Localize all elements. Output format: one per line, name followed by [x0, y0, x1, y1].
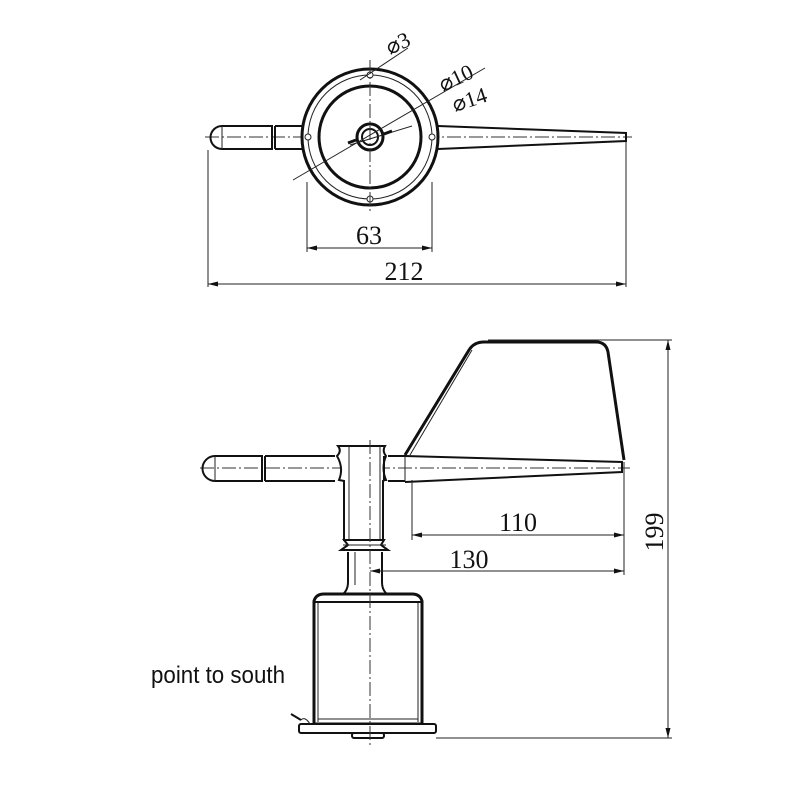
south-pointer-mark	[290, 713, 302, 721]
dim-tail-length: 110	[499, 508, 537, 537]
dim-flange-width: 63	[356, 221, 382, 250]
vane-fin	[403, 340, 626, 461]
sensor-body	[312, 592, 424, 726]
dim-axis-to-tail: 130	[450, 545, 489, 574]
base-plate	[298, 723, 437, 734]
south-annotation: point to south	[151, 662, 285, 689]
dim-overall-length: 212	[385, 257, 424, 286]
tail-arm	[404, 455, 623, 483]
leader-d10	[292, 67, 486, 181]
base-connector	[351, 732, 385, 739]
counterweight-rod	[274, 125, 302, 150]
tail-fin-top	[437, 125, 627, 150]
dim-overall-height: 199	[640, 513, 669, 552]
top-view: ⌀3 ⌀10 ⌀14 63 212	[205, 27, 632, 287]
neck	[339, 552, 391, 597]
side-view: point to south 110 130 199	[151, 339, 672, 745]
leader-d3	[359, 47, 409, 81]
bolt-hole-right	[428, 133, 436, 141]
bolt-hole-left	[304, 133, 312, 141]
dim-diameter-3: ⌀3	[382, 27, 415, 60]
hub-upper	[335, 445, 388, 541]
